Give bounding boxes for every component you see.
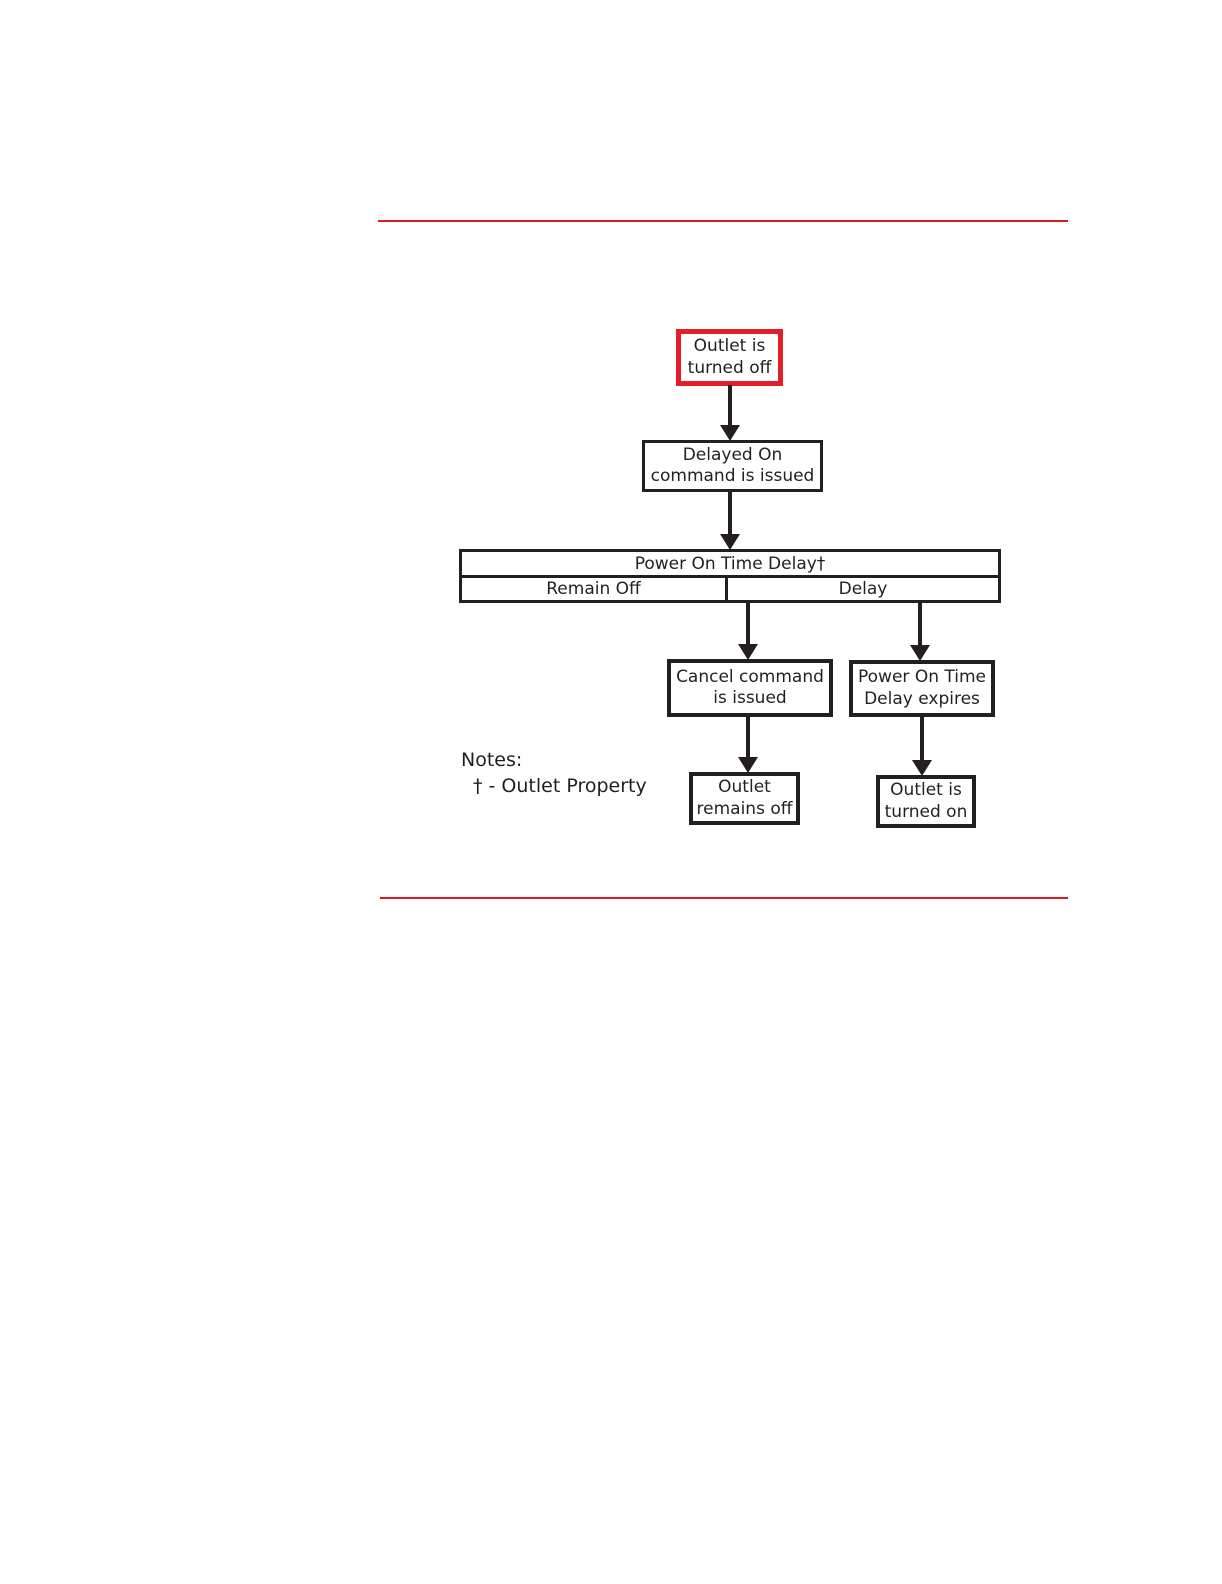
node-text-line: Outlet is — [890, 780, 962, 801]
node-text-line: command is issued — [650, 466, 815, 486]
decision-option-remain-off: Remain Off — [462, 578, 728, 600]
node-text-line: turned off — [687, 357, 772, 378]
node-text-line: Cancel command — [676, 666, 824, 687]
node-outlet-turned-off: Outlet is turned off — [676, 329, 783, 386]
node-text-line: remains off — [696, 798, 793, 819]
decision-options-row: Remain Off Delay — [462, 578, 998, 600]
node-text-line: is issued — [713, 688, 787, 708]
top-divider-line — [378, 220, 1068, 222]
node-delayed-on-command: Delayed On command is issued — [642, 440, 823, 492]
node-text-line: Outlet is — [693, 336, 766, 357]
node-text-line: Delay expires — [864, 688, 980, 709]
decision-table-power-on-time-delay: Power On Time Delay† Remain Off Delay — [459, 549, 1001, 603]
node-text-line: Outlet — [718, 777, 771, 798]
node-outlet-remains-off: Outlet remains off — [689, 772, 800, 825]
arrow-outlet-off-to-delayed-on — [720, 385, 740, 441]
node-power-on-time-delay-expires: Power On Time Delay expires — [849, 660, 995, 717]
arrow-cancel-to-remains-off — [738, 716, 758, 773]
notes-title: Notes: — [461, 749, 523, 771]
node-text-line: Power On Time — [858, 667, 986, 688]
arrow-expires-to-turned-on — [912, 716, 932, 776]
decision-header: Power On Time Delay† — [462, 552, 998, 578]
arrow-delay-to-cancel-command — [738, 602, 758, 660]
node-cancel-command-issued: Cancel command is issued — [667, 659, 833, 717]
node-text-line: Delayed On — [682, 444, 783, 465]
arrow-delayed-on-to-decision — [720, 492, 740, 550]
notes-dagger-entry: † - Outlet Property — [473, 774, 647, 797]
node-outlet-turned-on: Outlet is turned on — [876, 775, 976, 828]
arrow-delay-to-delay-expires — [910, 602, 930, 661]
node-text-line: turned on — [884, 801, 968, 822]
bottom-divider-line — [380, 897, 1068, 899]
notes-block: Notes: † - Outlet Property — [461, 748, 647, 799]
decision-option-delay: Delay — [838, 579, 888, 599]
